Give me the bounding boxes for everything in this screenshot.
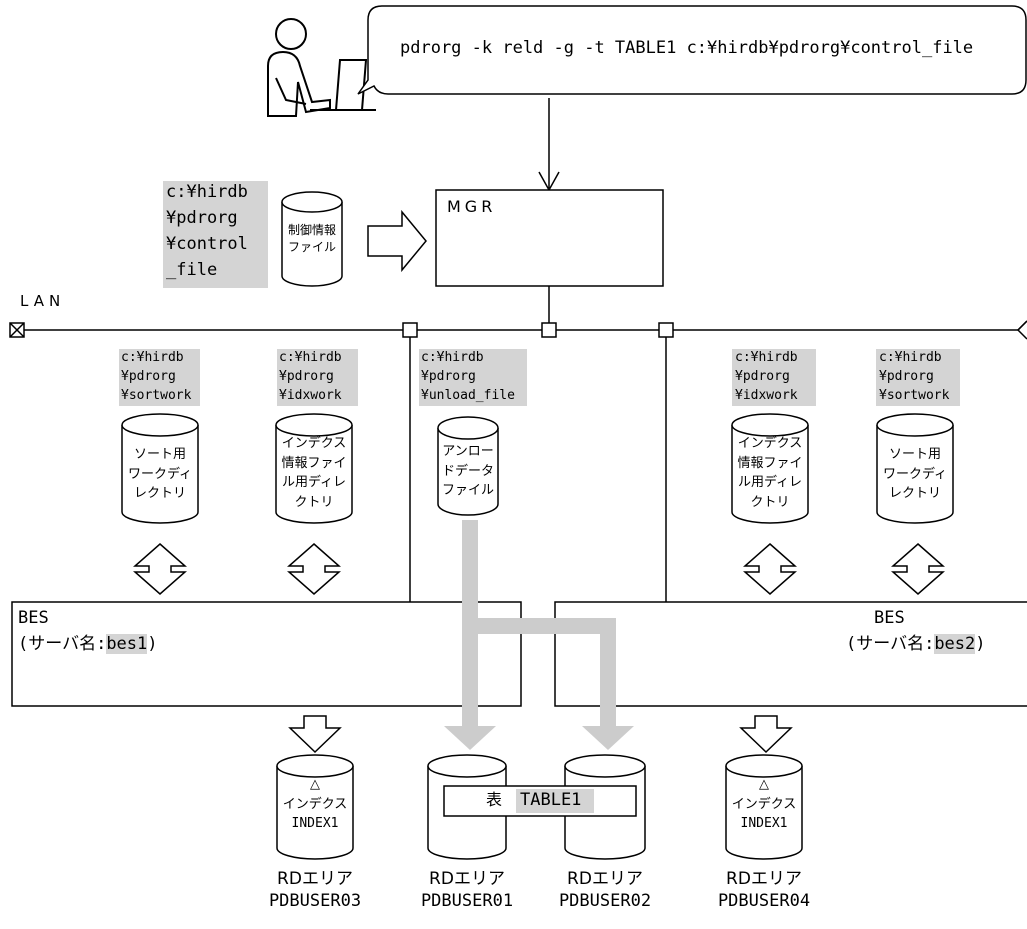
server-name: bes2 <box>934 634 976 654</box>
control-path-line: c:¥hirdb <box>166 182 248 202</box>
label-line: ドデータ <box>441 463 494 479</box>
server-name: bes1 <box>106 634 148 654</box>
label-line: クトリ <box>750 494 790 510</box>
rdarea-pdbuser01-caption: RDエリア PDBUSER01 <box>397 868 537 912</box>
server-prefix: (サーバ名: <box>846 634 935 654</box>
bes1-server: (サーバ名:bes1) <box>18 634 158 654</box>
index-name: INDEX1 <box>291 816 339 831</box>
unload-flow-arrows <box>444 520 634 750</box>
label-line: ソート用 <box>133 447 186 462</box>
index-kind: インデクス <box>282 796 348 812</box>
label-line: インデクス <box>737 436 803 451</box>
command-bubble <box>357 5 1027 95</box>
lan-line <box>9 320 1027 340</box>
rdarea-kind: RDエリア <box>277 869 353 889</box>
control-path-line: ¥control <box>166 234 248 254</box>
rdarea-name: PDBUSER02 <box>558 891 652 912</box>
index-kind: インデクス <box>731 796 797 812</box>
rdarea-kind: RDエリア <box>726 869 802 889</box>
label-line: 情報ファイ <box>281 455 347 471</box>
rdarea-pdbuser02-caption: RDエリア PDBUSER02 <box>535 868 675 912</box>
bes2-box <box>554 601 1027 707</box>
control-path-highlight <box>163 181 268 288</box>
path-line: ¥idxwork <box>735 388 798 403</box>
label-line: クトリ <box>294 494 334 510</box>
path-line: c:¥hirdb <box>121 350 184 365</box>
path-line: ¥pdrorg <box>121 369 176 384</box>
sortwork2-label: ソート用 ワークディ レクトリ <box>875 445 955 504</box>
path-line: c:¥hirdb <box>879 350 942 365</box>
path-line: ¥pdrorg <box>879 369 934 384</box>
label-line: ル用ディレ <box>281 475 347 490</box>
label-line: ソート用 <box>888 447 941 462</box>
path-highlights <box>119 349 960 406</box>
mgr-box <box>435 189 664 287</box>
rdarea-name: PDBUSER03 <box>268 891 362 912</box>
path-line: ¥pdrorg <box>735 369 790 384</box>
rdarea-kind: RDエリア <box>429 869 505 889</box>
idxwork1-label: インデクス 情報ファイ ル用ディレ クトリ <box>272 434 356 512</box>
label-line: ファイル <box>441 483 494 498</box>
control-path-line: _file <box>166 260 218 280</box>
path-line: ¥pdrorg <box>421 369 476 384</box>
control-file-arrow <box>367 209 427 273</box>
table-prefix: 表 <box>486 790 503 809</box>
bes1-box <box>11 601 522 707</box>
work-io-arrows <box>133 543 945 595</box>
rdarea-pdbuser03-caption: RDエリア PDBUSER03 <box>245 868 385 912</box>
idxwork2-label: インデクス 情報ファイ ル用ディレ クトリ <box>728 434 812 512</box>
index-mark: △ <box>759 777 769 792</box>
label-line: ワークディ <box>127 466 193 482</box>
path-line: ¥idxwork <box>279 388 342 403</box>
path-line: c:¥hirdb <box>735 350 798 365</box>
index1-label: △ インデクス INDEX1 <box>273 775 357 834</box>
path-line: ¥sortwork <box>121 388 192 403</box>
label-line: ワークディ <box>882 466 948 482</box>
rdarea-kind: RDエリア <box>567 869 643 889</box>
index-name: INDEX1 <box>740 816 788 831</box>
work-cylinders <box>121 413 954 524</box>
command-arrow <box>538 98 560 192</box>
sortwork1-label: ソート用 ワークディ レクトリ <box>120 445 200 504</box>
control-file-label-line: ファイル <box>287 240 336 255</box>
lan-label: LAN <box>20 292 66 310</box>
control-file-label: 制御情報 ファイル <box>280 222 344 257</box>
label-line: ル用ディレ <box>737 475 803 490</box>
command-text: pdrorg -k reld -g -t TABLE1 c:¥hirdb¥pdr… <box>400 38 974 58</box>
label-line: インデクス <box>281 436 347 451</box>
label-line: レクトリ <box>888 486 941 501</box>
path-line: c:¥hirdb <box>279 350 342 365</box>
bes2-server: (サーバ名:bes2) <box>846 634 986 654</box>
path-line: ¥unload_file <box>421 388 515 403</box>
label-line: アンロー <box>442 444 494 459</box>
rdarea-name: PDBUSER04 <box>717 891 811 912</box>
label-line: レクトリ <box>133 486 186 501</box>
control-file-label-line: 制御情報 <box>287 223 336 237</box>
unload-label: アンロー ドデータ ファイル <box>436 442 500 501</box>
lan-nodes <box>402 322 674 338</box>
index2-label: △ インデクス INDEX1 <box>722 775 806 834</box>
control-path-line: ¥pdrorg <box>166 208 238 228</box>
table-name-highlight <box>516 789 594 813</box>
path-line: c:¥hirdb <box>421 350 484 365</box>
bes1-title: BES <box>18 608 49 628</box>
label-line: 情報ファイ <box>737 455 803 471</box>
rdarea-pdbuser04-caption: RDエリア PDBUSER04 <box>694 868 834 912</box>
bes-lan-links <box>409 337 667 602</box>
path-line: ¥sortwork <box>879 388 950 403</box>
table-name: TABLE1 <box>520 790 582 810</box>
server-suffix: ) <box>975 634 986 654</box>
rdarea-name: PDBUSER01 <box>420 891 514 912</box>
user-icon <box>267 18 376 117</box>
index-mark: △ <box>310 777 320 792</box>
control-file-cylinder <box>281 191 343 287</box>
bes2-title: BES <box>874 608 905 628</box>
server-prefix: (サーバ名: <box>18 634 107 654</box>
server-suffix: ) <box>147 634 158 654</box>
index-build-arrows <box>288 715 793 754</box>
path-line: ¥pdrorg <box>279 369 334 384</box>
mgr-label: MGR <box>447 197 497 216</box>
